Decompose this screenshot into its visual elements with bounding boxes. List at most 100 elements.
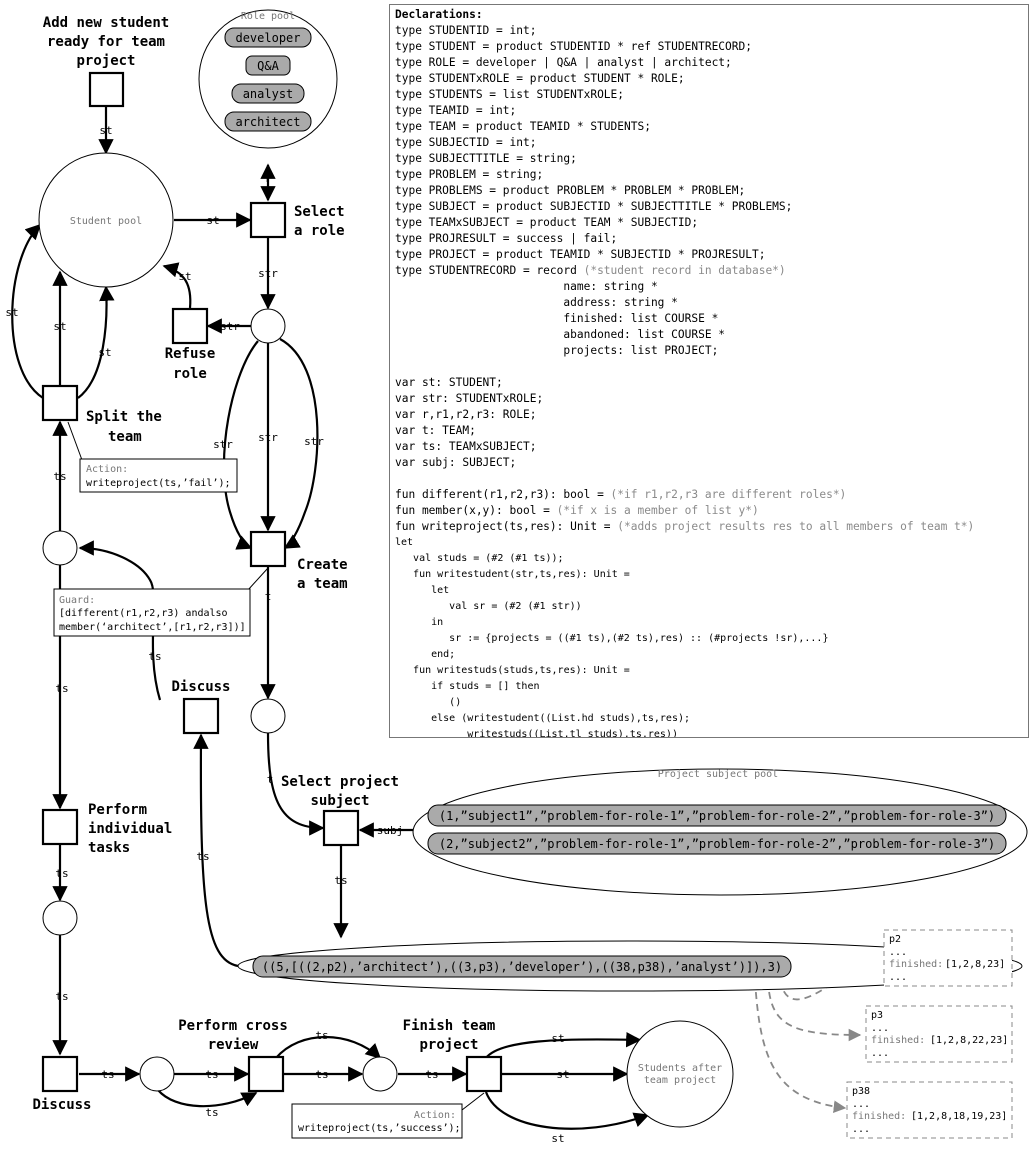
project-token: ((5,[((2,p2),’architect’),((3,p3),’devel…	[252, 955, 792, 978]
type-line: type SUBJECTTITLE = string;	[395, 152, 577, 165]
record-fields: name: string * address: string * finishe…	[395, 279, 1023, 359]
svg-text:str: str	[258, 431, 278, 444]
svg-text:st: st	[98, 346, 111, 359]
role-pool-label: Role pool	[241, 11, 295, 22]
action-fail-title: Action:	[86, 464, 128, 475]
svg-text:st: st	[5, 306, 18, 319]
svg-text:Perform: Perform	[88, 802, 147, 818]
svg-text:Select project: Select project	[281, 774, 399, 790]
record-field-line: address: string *	[395, 296, 678, 309]
type-line: type PROJECT = product TEAMID * SUBJECTI…	[395, 248, 766, 261]
svg-text:project: project	[419, 1037, 478, 1053]
type-line: type STUDENT = product STUDENTID * ref S…	[395, 40, 752, 53]
action-fail-code: writeproject(ts,’fail’);	[86, 478, 231, 489]
place-d	[42, 900, 78, 936]
transition-add-student	[88, 71, 125, 108]
body-line: sr := {projects = ((#1 ts),(#2 ts),res) …	[395, 633, 829, 644]
svg-text:st: st	[206, 214, 219, 227]
place-e	[139, 1056, 175, 1092]
var-declarations: var st: STUDENT;var str: STUDENTxROLE;va…	[395, 375, 1023, 471]
svg-text:ts: ts	[53, 470, 66, 483]
svg-text:role: role	[173, 366, 207, 382]
place-c	[42, 530, 78, 566]
subject-token: (2,”subject2”,”problem-for-role-1”,”prob…	[439, 837, 995, 851]
var-line: var st: STUDENT;	[395, 376, 503, 389]
record-p3: p3 ... finished: [1,2,8,22,23] ...	[865, 1005, 1013, 1063]
place-f	[362, 1056, 398, 1092]
body-line: writestuds((List.tl studs),ts,res))	[395, 729, 678, 738]
svg-text:Discuss: Discuss	[32, 1097, 91, 1113]
role-tokens: developer Q&A analyst architect	[224, 27, 312, 132]
svg-text:team: team	[108, 429, 142, 445]
subject-tokens: (1,”subject1”,”problem-for-role-1”,”prob…	[427, 804, 1007, 855]
svg-text:r: r	[265, 172, 272, 185]
fun-line: fun member(x,y): bool = (*if x is a memb…	[395, 504, 759, 517]
transition-perform-tasks	[41, 808, 79, 846]
declarations-header: Declarations:	[395, 8, 483, 21]
transitions	[41, 71, 503, 1093]
svg-text:...: ...	[852, 1099, 870, 1110]
project-token-text: ((5,[((2,p2),’architect’),((3,p3),’devel…	[262, 960, 782, 974]
writeproject-body: let val studs = (#2 (#1 ts)); fun writes…	[395, 535, 1023, 738]
type-line: type ROLE = developer | Q&A | analyst | …	[395, 56, 732, 69]
action-success-box: Action: writeproject(ts,’success’);	[291, 1092, 485, 1139]
var-line: var subj: SUBJECT;	[395, 456, 517, 469]
svg-text:Add new student: Add new student	[43, 15, 169, 31]
svg-text:str: str	[220, 320, 240, 333]
guard-line-2: member(‘architect’,[r1,r2,r3])]	[59, 622, 246, 633]
role-token: architect	[235, 115, 300, 129]
svg-text:review: review	[208, 1037, 259, 1053]
svg-text:...: ...	[871, 1023, 889, 1034]
transition-labels: Add new student ready for team project S…	[32, 15, 495, 1113]
var-line: var ts: TEAMxSUBJECT;	[395, 440, 537, 453]
places	[38, 9, 1028, 1128]
action-success-title: Action:	[414, 1110, 456, 1121]
svg-text:...: ...	[889, 972, 907, 983]
svg-text:st: st	[99, 124, 112, 137]
transition-split-team	[41, 384, 79, 422]
record-field-line: name: string *	[395, 280, 658, 293]
transition-discuss-top	[182, 697, 220, 735]
svg-text:Refuse: Refuse	[165, 346, 216, 362]
svg-text:subject: subject	[310, 793, 369, 809]
guard-box: Guard: [different(r1,r2,r3) andalso memb…	[53, 567, 269, 637]
svg-text:str: str	[304, 435, 324, 448]
svg-text:ts: ts	[55, 867, 68, 880]
subject-token: (1,”subject1”,”problem-for-role-1”,”prob…	[439, 809, 995, 823]
role-token: analyst	[243, 87, 294, 101]
svg-text:ts: ts	[55, 990, 68, 1003]
type-line: type PROBLEMS = product PROBLEM * PROBLE…	[395, 184, 746, 197]
record-field-line: projects: list PROJECT;	[395, 344, 719, 357]
body-line: let	[395, 585, 450, 596]
type-line: type STUDENTxROLE = product STUDENT * RO…	[395, 72, 685, 85]
type-line: type STUDENTID = int;	[395, 24, 537, 37]
action-success-code: writeproject(ts,’success’);	[298, 1123, 461, 1134]
svg-text:finished:: finished:	[889, 959, 943, 970]
svg-text:ts: ts	[55, 682, 68, 695]
record-p38: p38 ... finished: [1,2,8,18,19,23] ...	[846, 1081, 1013, 1139]
svg-text:st: st	[53, 320, 66, 333]
svg-text:t: t	[265, 590, 272, 603]
type-line: type STUDENTS = list STUDENTxROLE;	[395, 88, 625, 101]
guard-line-1: [different(r1,r2,r3) andalso	[59, 608, 228, 619]
arcs	[11, 107, 650, 1130]
body-line: if studs = [] then	[395, 681, 540, 692]
svg-text:str: str	[258, 267, 278, 280]
svg-text:st: st	[551, 1032, 564, 1045]
type-line: type TEAM = product TEAMID * STUDENTS;	[395, 120, 651, 133]
fun-declarations: fun different(r1,r2,r3): bool = (*if r1,…	[395, 487, 1023, 535]
svg-text:a team: a team	[297, 576, 348, 592]
subject-pool-label: Project subject pool	[658, 769, 778, 780]
var-line: var r,r1,r2,r3: ROLE;	[395, 408, 537, 421]
fun-line: fun writeproject(ts,res): Unit = (*adds …	[395, 520, 975, 533]
transition-cross-review	[247, 1055, 285, 1093]
svg-text:str: str	[213, 438, 233, 451]
svg-text:Finish team: Finish team	[403, 1018, 496, 1034]
svg-text:ts: ts	[101, 1068, 114, 1081]
svg-text:ts: ts	[315, 1029, 328, 1042]
type-line: type SUBJECTID = int;	[395, 136, 537, 149]
svg-text:Split the: Split the	[86, 409, 162, 425]
svg-text:project: project	[76, 53, 135, 69]
svg-text:a role: a role	[294, 223, 345, 239]
